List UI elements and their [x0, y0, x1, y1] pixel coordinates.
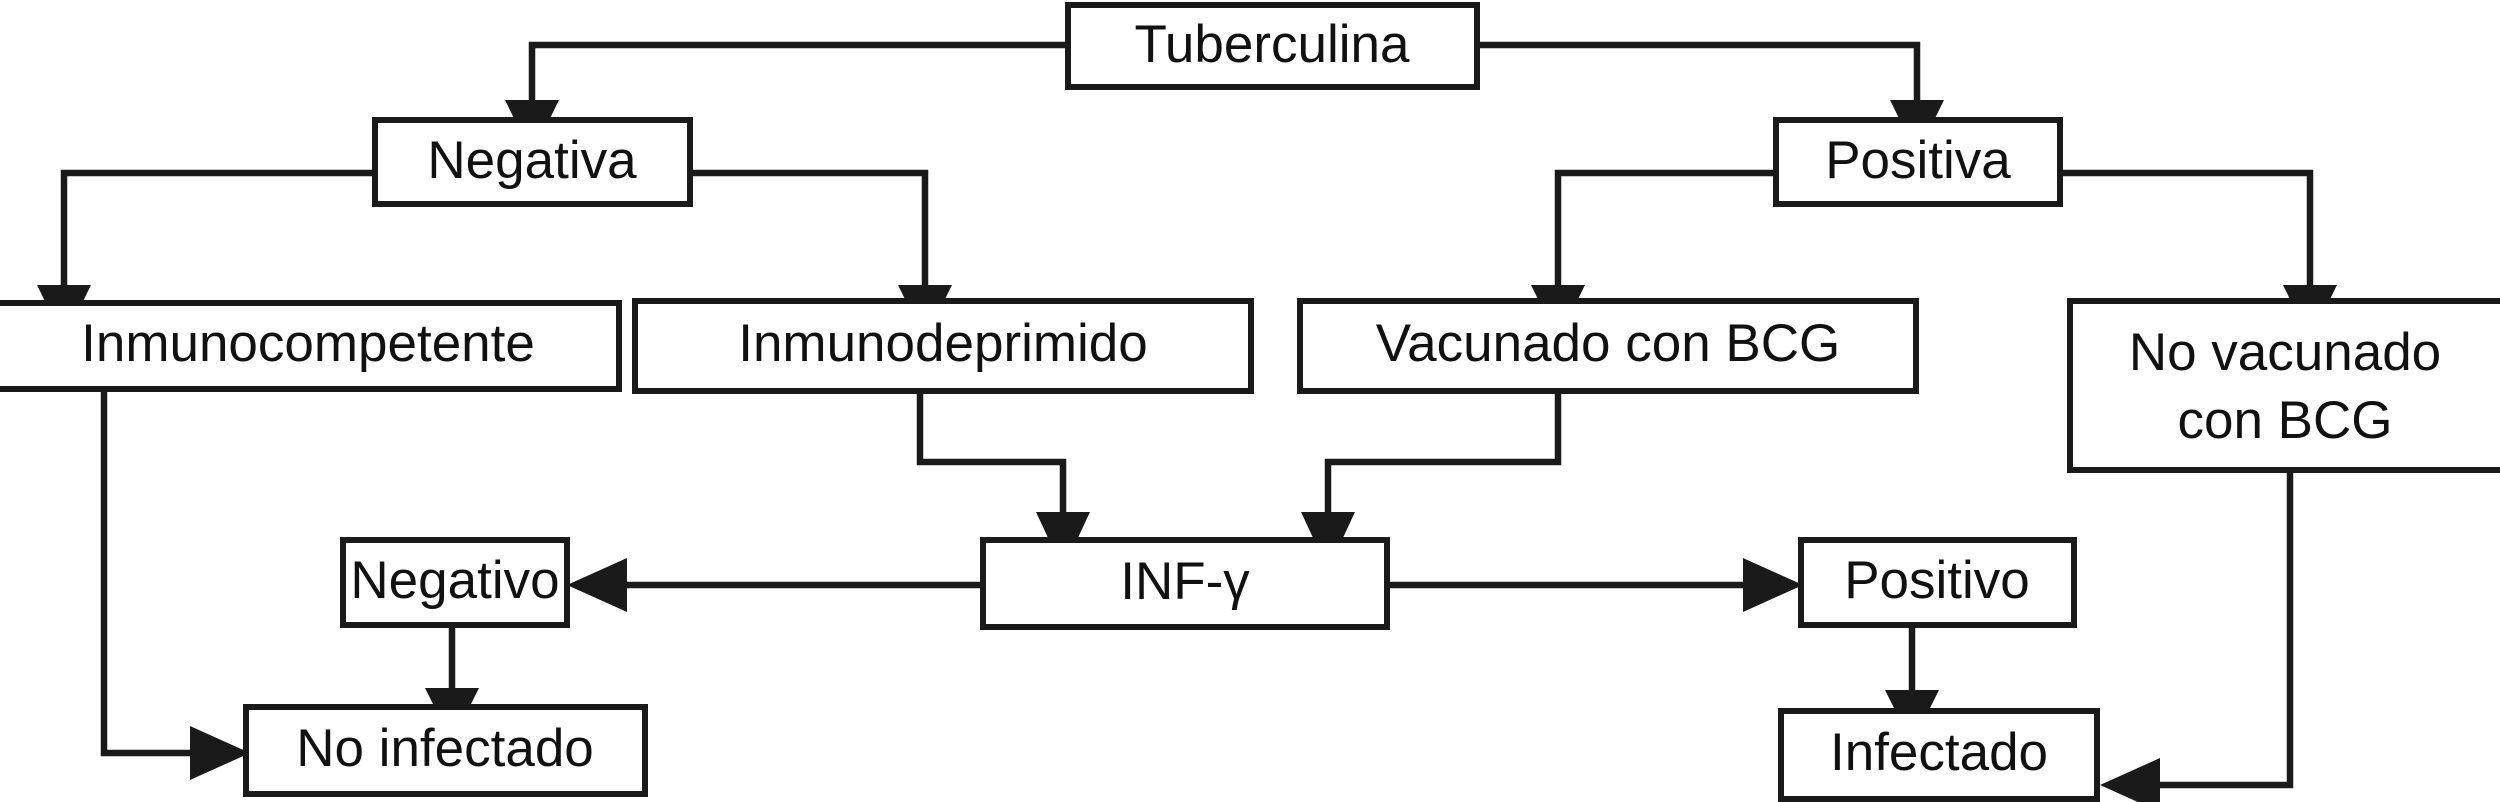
node-label-tuberculina: Tuberculina: [1135, 15, 1410, 74]
node-label-no-vacunado-bcg-line2: con BCG: [2177, 391, 2392, 450]
edge-inf-to-negativo: [567, 558, 980, 612]
node-infectado[interactable]: Infectado: [1778, 708, 2100, 802]
node-inf-gamma[interactable]: INF-γ: [980, 537, 1390, 630]
node-positivo[interactable]: Positivo: [1798, 537, 2077, 628]
node-label-negativa: Negativa: [427, 131, 637, 190]
node-negativo[interactable]: Negativo: [340, 537, 570, 628]
node-label-inmunocompetente: Inmunocompetente: [81, 314, 535, 373]
node-tuberculina[interactable]: Tuberculina: [1065, 2, 1480, 90]
edge-no-vacunado-to-infectado: [2100, 473, 2294, 802]
node-label-positiva: Positiva: [1825, 131, 2011, 190]
node-label-negativo: Negativo: [350, 551, 559, 610]
node-label-vacunado-bcg: Vacunado con BCG: [1376, 314, 1841, 373]
node-label-positivo: Positivo: [1844, 551, 2030, 610]
node-label-inf-gamma: INF-γ: [1120, 552, 1250, 611]
node-label-no-vacunado-bcg-line1: No vacunado: [2129, 323, 2441, 382]
node-label-inmunodeprimido: Inmunodeprimido: [738, 314, 1148, 373]
node-positiva[interactable]: Positiva: [1773, 117, 2063, 207]
node-inmunocompetente[interactable]: Inmunocompetente: [0, 300, 622, 392]
node-label-infectado: Infectado: [1830, 723, 2048, 782]
node-negativa[interactable]: Negativa: [372, 117, 693, 207]
edge-inmunocompetente-to-no-infectado: [100, 392, 250, 780]
node-vacunado-bcg[interactable]: Vacunado con BCG: [1297, 298, 1919, 394]
node-no-infectado[interactable]: No infectado: [243, 704, 648, 797]
node-label-no-infectado: No infectado: [296, 719, 594, 778]
node-inmunodeprimido[interactable]: Inmunodeprimido: [632, 298, 1254, 394]
edge-inf-to-positivo: [1390, 558, 1803, 612]
node-no-vacunado-bcg[interactable]: No vacunado con BCG: [2067, 298, 2500, 473]
